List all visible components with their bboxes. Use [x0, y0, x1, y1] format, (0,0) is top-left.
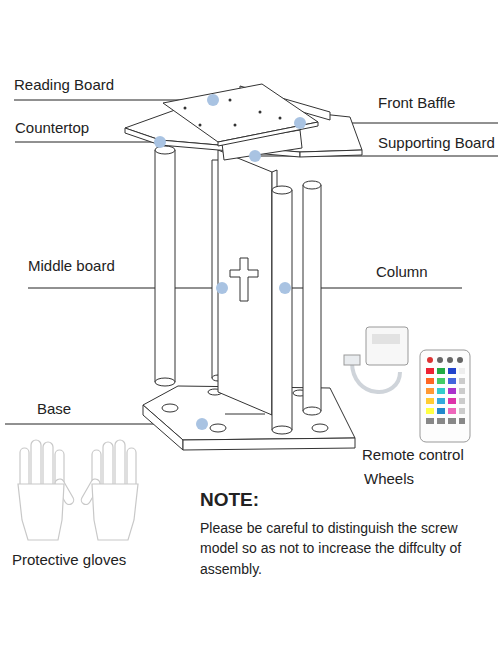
leader-dot — [216, 282, 228, 294]
column — [272, 190, 292, 430]
column-end — [272, 426, 292, 434]
part-label: Supporting Board — [378, 134, 495, 152]
reading-board — [163, 84, 318, 142]
leader-dot — [154, 136, 166, 148]
leader-dot — [207, 94, 219, 106]
part-label: Middle board — [28, 257, 115, 275]
column — [155, 150, 175, 382]
glove-pair — [18, 440, 138, 540]
base-side — [143, 405, 183, 450]
column — [303, 185, 321, 411]
part-label: Countertop — [15, 119, 89, 137]
note-heading: NOTE: — [200, 489, 259, 512]
controller-kit — [344, 327, 470, 442]
base-hole — [210, 424, 226, 432]
part-label: Wheels — [364, 470, 414, 488]
leader-dot — [294, 117, 306, 129]
part-label: Protective gloves — [12, 551, 126, 569]
column-end — [303, 181, 321, 189]
base-front — [183, 438, 355, 450]
base-hole — [162, 404, 178, 412]
countertop-edge — [300, 150, 362, 157]
cross-cutout — [230, 258, 258, 301]
part-label: Reading Board — [14, 76, 114, 94]
leader-dot — [249, 150, 261, 162]
part-label: Column — [376, 263, 428, 281]
middle-board — [218, 150, 272, 415]
leader-line — [15, 142, 160, 143]
leader-dot — [196, 418, 208, 430]
part-label: Front Baffle — [378, 94, 455, 112]
leader-dot — [279, 282, 291, 294]
part-label: Remote control — [362, 446, 464, 464]
column-end — [303, 407, 321, 415]
column-end — [155, 378, 175, 386]
note-text: Please be careful to distinguish the scr… — [200, 518, 492, 579]
column-end — [272, 186, 292, 194]
base-hole — [312, 424, 328, 432]
part-label: Base — [37, 400, 71, 418]
base-slot — [225, 414, 265, 415]
leader-line — [28, 288, 222, 289]
